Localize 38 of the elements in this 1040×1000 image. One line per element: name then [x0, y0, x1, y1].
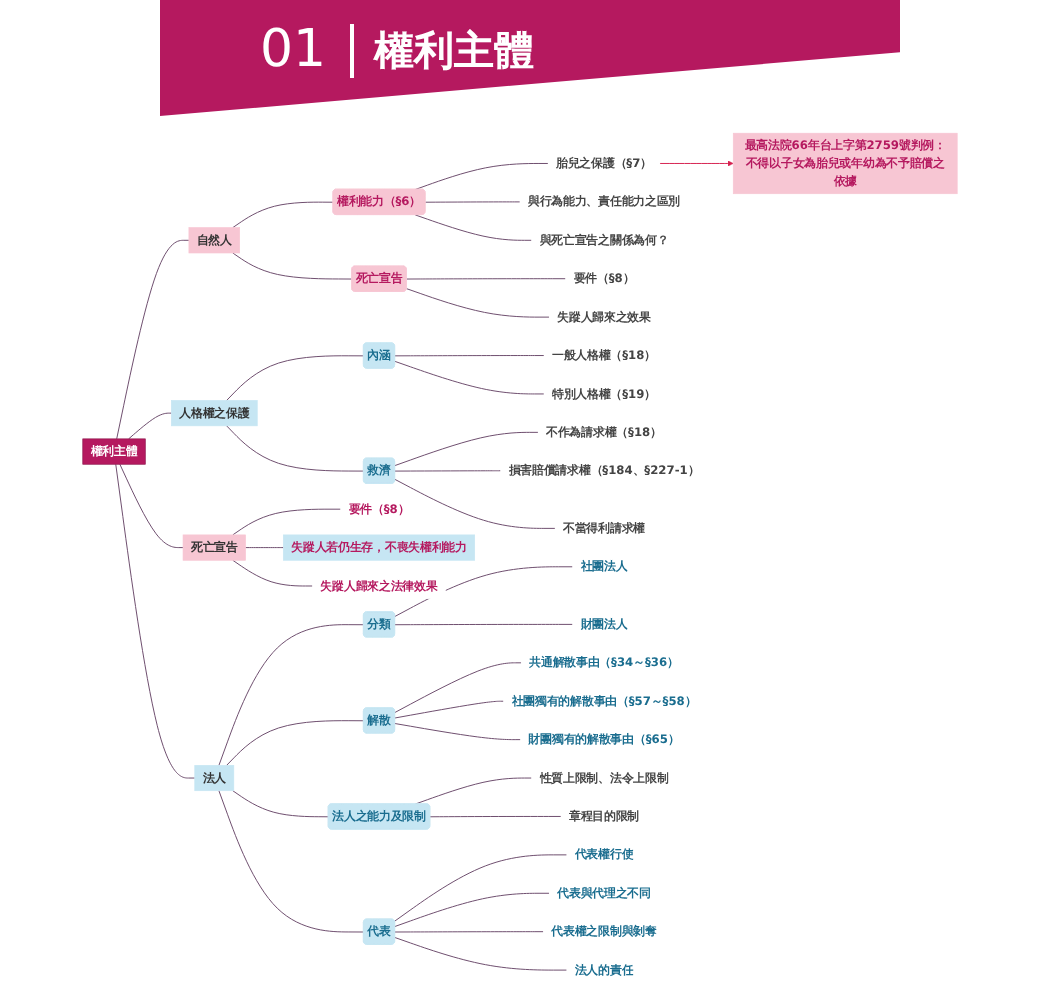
connector [414, 163, 549, 190]
connector [394, 723, 522, 741]
connector [218, 624, 365, 766]
connector [245, 547, 284, 549]
connector [115, 463, 196, 779]
connector [394, 470, 502, 472]
connector [429, 815, 562, 818]
connector [394, 360, 545, 395]
connector [424, 201, 521, 203]
connector [394, 431, 539, 467]
connector [226, 355, 365, 401]
connector [232, 252, 353, 280]
connector [394, 700, 505, 719]
connector [394, 854, 568, 922]
connector [226, 425, 365, 472]
connector [394, 937, 568, 971]
connector [116, 239, 190, 440]
connector [128, 412, 172, 440]
connector [406, 278, 567, 280]
connector [394, 662, 522, 713]
connector [232, 201, 334, 229]
connector [394, 931, 544, 933]
connector [394, 623, 574, 626]
connector [232, 790, 330, 818]
connector [414, 214, 533, 241]
connector [226, 720, 365, 766]
chapter-title: 權利主體 [350, 24, 534, 78]
connector [218, 790, 365, 933]
connector [232, 559, 314, 587]
connector [394, 355, 545, 357]
connector [119, 463, 184, 549]
connector [232, 508, 342, 536]
connector [394, 478, 556, 529]
connector [394, 566, 574, 617]
connector [414, 777, 533, 805]
chapter-number: 01 [260, 20, 327, 80]
connector [394, 892, 550, 927]
connector [406, 288, 550, 318]
